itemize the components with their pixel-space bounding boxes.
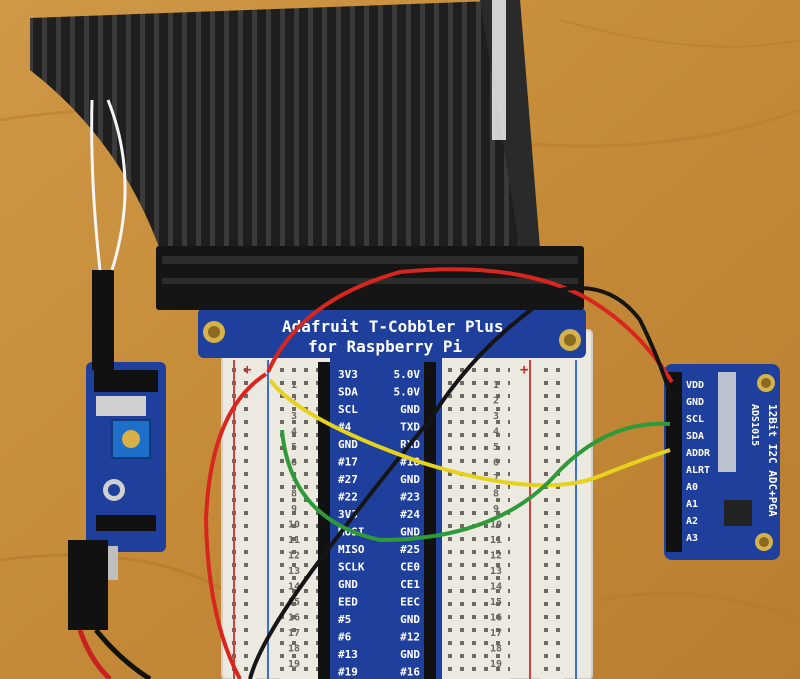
cobbler-pin-label: 5.0V bbox=[394, 386, 421, 399]
cobbler-pin-label: #23 bbox=[400, 491, 420, 504]
adc-pin-label: A3 bbox=[686, 533, 698, 544]
cobbler-pin-label: #12 bbox=[400, 631, 420, 644]
ribbon-connector bbox=[156, 246, 584, 310]
cobbler-pin-label: 3V3 bbox=[338, 368, 358, 381]
row-number: 10 bbox=[288, 520, 300, 531]
row-number: 12 bbox=[288, 551, 300, 562]
row-number: 12 bbox=[490, 551, 502, 562]
row-number: 16 bbox=[288, 613, 300, 624]
row-number: 11 bbox=[490, 535, 502, 546]
cobbler-pin-label: 5.0V bbox=[394, 368, 421, 381]
row-number: 13 bbox=[490, 566, 502, 577]
cobbler-pin-label: EED bbox=[338, 596, 358, 609]
wire-red-top bbox=[266, 267, 674, 384]
adc-pin-label: ADDR bbox=[686, 448, 711, 459]
row-number: 4 bbox=[291, 427, 297, 438]
breadboard-plus-label: + bbox=[243, 362, 251, 378]
cobbler-pin-label: GND bbox=[400, 648, 420, 661]
wire-green bbox=[280, 421, 671, 543]
ribbon-cable bbox=[30, 0, 540, 250]
adc-title: 12Bit I2C ADC+PGA bbox=[766, 404, 779, 517]
cobbler-pin-label: GND bbox=[338, 438, 358, 451]
row-number: 7 bbox=[493, 473, 499, 484]
row-number: 18 bbox=[288, 644, 300, 655]
cobbler-pin-label: #13 bbox=[338, 648, 358, 661]
cobbler-pin-label: GND bbox=[400, 526, 420, 539]
breadboard-plus-label-right: + bbox=[520, 362, 528, 378]
row-number: 8 bbox=[291, 489, 297, 500]
row-number: 8 bbox=[493, 489, 499, 500]
row-number: 17 bbox=[490, 628, 502, 639]
cobbler-pin-label: #27 bbox=[338, 473, 358, 486]
adc-pin-label: ALRT bbox=[686, 465, 710, 476]
row-number: 9 bbox=[291, 504, 297, 515]
cobbler-pin-label: #25 bbox=[400, 543, 420, 556]
row-number: 5 bbox=[291, 442, 297, 453]
wire-red-down bbox=[203, 372, 268, 679]
cobbler-pin-label: GND bbox=[400, 403, 420, 416]
cobbler-pin-label: CE1 bbox=[400, 578, 420, 591]
adc-pin-label: GND bbox=[686, 397, 704, 408]
cobbler-pin-label: GND bbox=[400, 473, 420, 486]
row-number: 17 bbox=[288, 628, 300, 639]
row-number: 15 bbox=[288, 597, 300, 608]
row-number: 2 bbox=[493, 396, 499, 407]
cobbler-pin-label: CE0 bbox=[400, 561, 420, 574]
t-cobbler-board: Adafruit T-Cobbler Plus for Raspberry Pi… bbox=[198, 308, 586, 679]
cobbler-pin-label: GND bbox=[400, 613, 420, 626]
row-number: 11 bbox=[288, 535, 300, 546]
row-number: 3 bbox=[493, 411, 499, 422]
cobbler-pin-label: GND bbox=[338, 578, 358, 591]
cobbler-subtitle: for Raspberry Pi bbox=[308, 337, 462, 356]
row-number: 19 bbox=[490, 659, 502, 670]
cobbler-title: Adafruit T-Cobbler Plus bbox=[282, 317, 504, 336]
cobbler-pin-label: #5 bbox=[338, 613, 351, 626]
cobbler-pin-label: #19 bbox=[338, 666, 358, 679]
adc-pin-label: VDD bbox=[686, 380, 704, 391]
row-number: 19 bbox=[288, 659, 300, 670]
sensor-module bbox=[68, 99, 166, 679]
adc-pin-label: A0 bbox=[686, 482, 698, 493]
cobbler-pin-label: MISO bbox=[338, 543, 365, 556]
row-number: 14 bbox=[490, 582, 502, 593]
row-number: 9 bbox=[493, 504, 499, 515]
row-number: 15 bbox=[490, 597, 502, 608]
row-number: 6 bbox=[291, 458, 297, 469]
row-number: 4 bbox=[493, 427, 499, 438]
row-number: 13 bbox=[288, 566, 300, 577]
row-number: 1 bbox=[291, 380, 297, 391]
row-number: 1 bbox=[493, 380, 499, 391]
row-number: 6 bbox=[493, 458, 499, 469]
jumper-wires bbox=[203, 267, 674, 679]
cobbler-pin-label: #6 bbox=[338, 631, 352, 644]
cobbler-pin-label: EEC bbox=[400, 596, 420, 609]
cobbler-pin-label: TXD bbox=[400, 421, 420, 434]
adc-pin-label: SDA bbox=[686, 431, 704, 442]
adc-part: ADS1015 bbox=[749, 404, 760, 446]
row-number: 16 bbox=[490, 613, 502, 624]
wire-yellow bbox=[268, 378, 671, 488]
row-number: 3 bbox=[291, 411, 297, 422]
row-number: 10 bbox=[490, 520, 502, 531]
row-number: 14 bbox=[288, 582, 300, 593]
row-number: 5 bbox=[493, 442, 499, 453]
cobbler-pin-label: #16 bbox=[400, 666, 420, 679]
row-number: 18 bbox=[490, 644, 502, 655]
wire-black-top bbox=[428, 286, 674, 422]
cobbler-pin-label: SCLK bbox=[338, 561, 365, 574]
cobbler-pin-label: #24 bbox=[400, 508, 420, 521]
cobbler-pin-label: #22 bbox=[338, 491, 358, 504]
adc-pin-label: A2 bbox=[686, 516, 698, 527]
adc-pin-label: A1 bbox=[686, 499, 698, 510]
cobbler-pin-label: #17 bbox=[338, 456, 358, 469]
adc-pin-label: SCL bbox=[686, 414, 704, 425]
cobbler-pin-label: SDA bbox=[338, 386, 358, 399]
cobbler-pin-label: SCL bbox=[338, 403, 358, 416]
